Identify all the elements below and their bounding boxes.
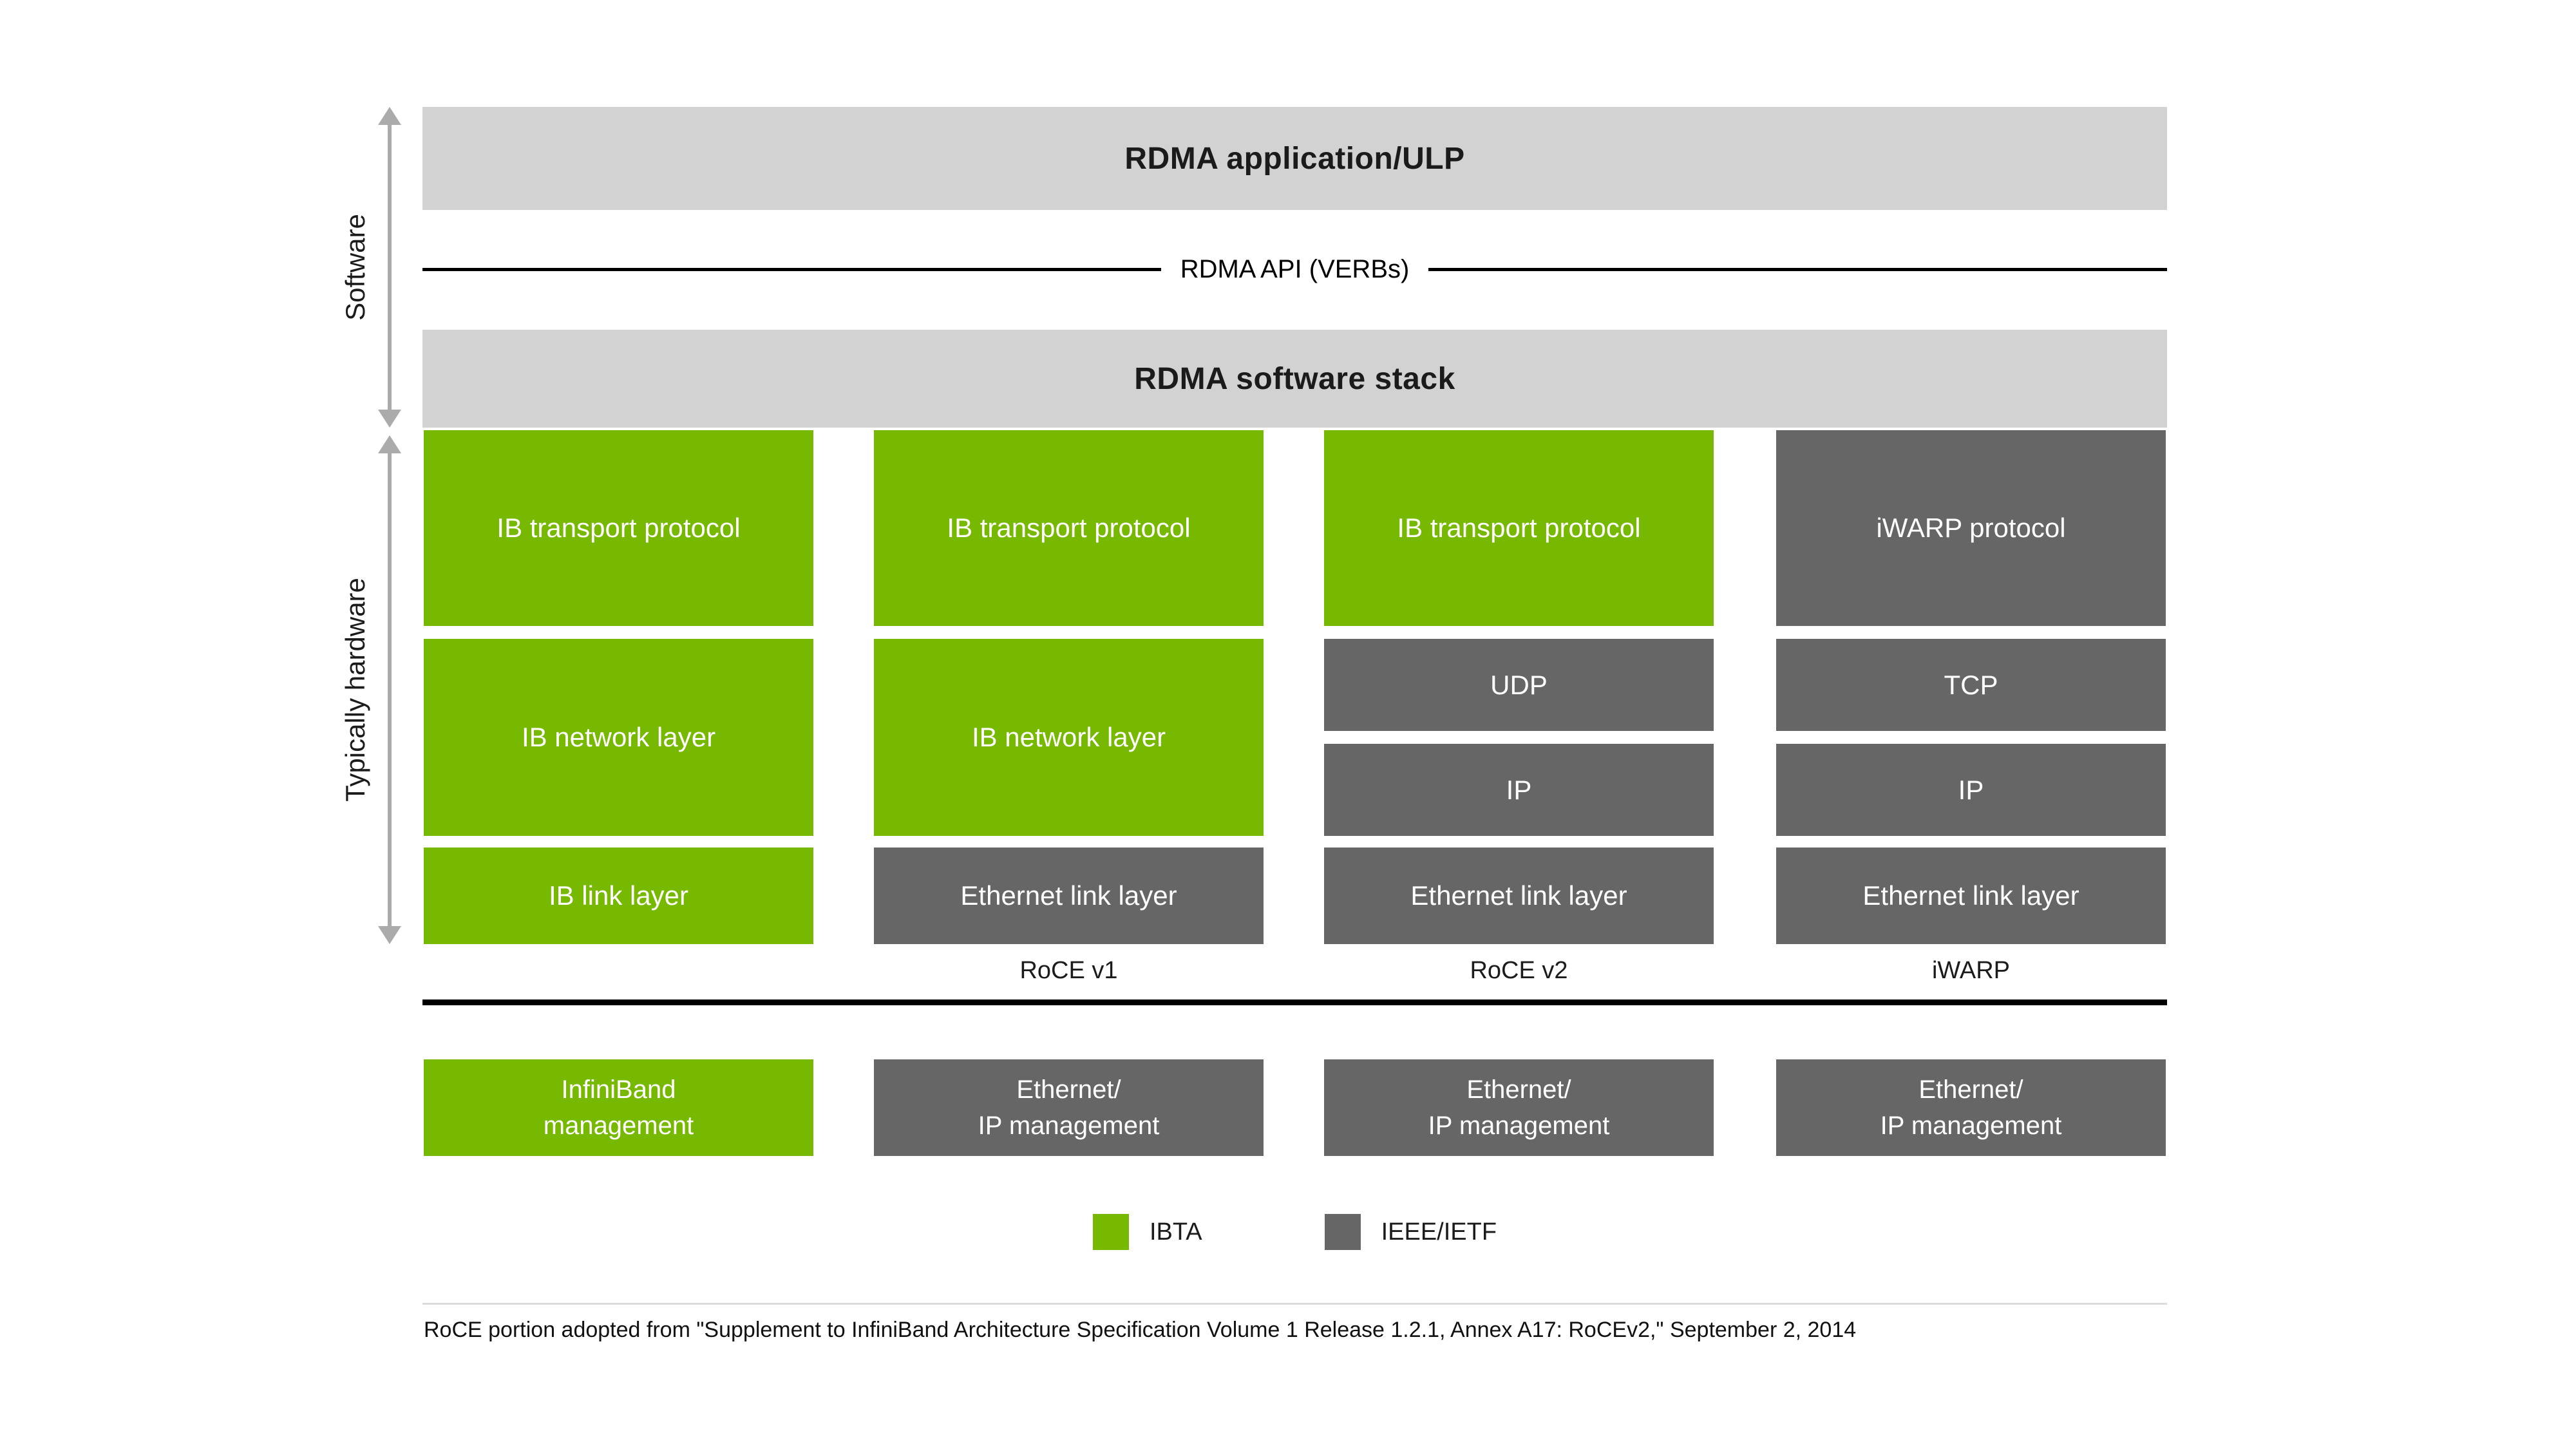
- management-block-iwarp: Ethernet/IP management: [1776, 1059, 2166, 1156]
- block-infiniband-ib-network-layer: IB network layer: [424, 639, 813, 836]
- management-text-line: IP management: [1428, 1112, 1610, 1140]
- hardware-baseline-rule: [422, 999, 2167, 1005]
- block-iwarp-tcp: TCP: [1776, 639, 2166, 731]
- hardware-extent-arrow-icon: [378, 435, 401, 944]
- block-iwarp-ip: IP: [1776, 744, 2166, 836]
- hardware-section-label: Typically hardware: [340, 578, 370, 802]
- block-iwarp-ethernet-link-layer: Ethernet link layer: [1776, 848, 2166, 944]
- arrow-shaft: [388, 448, 392, 931]
- management-text-line: management: [543, 1112, 694, 1140]
- management-block-infiniband: InfiniBand management: [424, 1059, 813, 1156]
- rdma-api-label: RDMA API (VERBs): [1180, 254, 1410, 283]
- block-roce-v2-ethernet-link-layer: Ethernet link layer: [1324, 848, 1714, 944]
- column-label-iwarp: iWARP: [1931, 956, 2011, 984]
- column-label-roce-v2: RoCE v2: [1470, 956, 1568, 984]
- block-roce-v2-ip: IP: [1324, 744, 1714, 836]
- management-text-line: IP management: [1880, 1112, 2062, 1140]
- legend-label: IBTA: [1149, 1218, 1202, 1245]
- management-text-line: Ethernet/: [1918, 1075, 2023, 1104]
- block-roce-v1-ethernet-link-layer: Ethernet link layer: [874, 848, 1264, 944]
- management-text-line: InfiniBand: [561, 1075, 676, 1104]
- rdma-api-divider: RDMA API (VERBs): [422, 255, 2167, 283]
- divider-line-right: [1428, 267, 2167, 271]
- legend-label: IEEE/IETF: [1381, 1218, 1497, 1245]
- block-roce-v2-udp: UDP: [1324, 639, 1714, 731]
- legend-swatch-icon: [1092, 1214, 1129, 1250]
- footnote-divider: [422, 1303, 2167, 1305]
- footnote-text: RoCE portion adopted from "Supplement to…: [424, 1318, 1857, 1342]
- legend: IBTA IEEE/IETF: [422, 1214, 2167, 1250]
- block-roce-v1-ib-transport-protocol: IB transport protocol: [874, 430, 1264, 626]
- software-extent-arrow-icon: [378, 107, 401, 428]
- management-block-roce-v2: Ethernet/IP management: [1324, 1059, 1714, 1156]
- management-text-line: IP management: [978, 1112, 1160, 1140]
- management-text-line: Ethernet/: [1016, 1075, 1121, 1104]
- block-infiniband-ib-link-layer: IB link layer: [424, 848, 813, 944]
- legend-swatch-icon: [1324, 1214, 1361, 1250]
- management-block-roce-v1: Ethernet/IP management: [874, 1059, 1264, 1156]
- arrow-shaft: [388, 120, 392, 415]
- column-label-roce-v1: RoCE v1: [1019, 956, 1118, 984]
- rdma-software-stack-bar: RDMA software stack: [422, 330, 2167, 428]
- legend-item-ieee-ietf: IEEE/IETF: [1324, 1214, 1497, 1250]
- divider-line-left: [422, 267, 1161, 271]
- block-roce-v1-ib-network-layer: IB network layer: [874, 639, 1264, 836]
- arrow-down-icon: [378, 926, 401, 944]
- management-text-line: Ethernet/: [1466, 1075, 1571, 1104]
- block-roce-v2-ib-transport-protocol: IB transport protocol: [1324, 430, 1714, 626]
- block-iwarp-iwarp-protocol: iWARP protocol: [1776, 430, 2166, 626]
- software-section-label: Software: [340, 214, 370, 321]
- arrow-down-icon: [378, 410, 401, 428]
- rdma-application-bar: RDMA application/ULP: [422, 107, 2167, 210]
- block-infiniband-ib-transport-protocol: IB transport protocol: [424, 430, 813, 626]
- legend-item-ibta: IBTA: [1092, 1214, 1202, 1250]
